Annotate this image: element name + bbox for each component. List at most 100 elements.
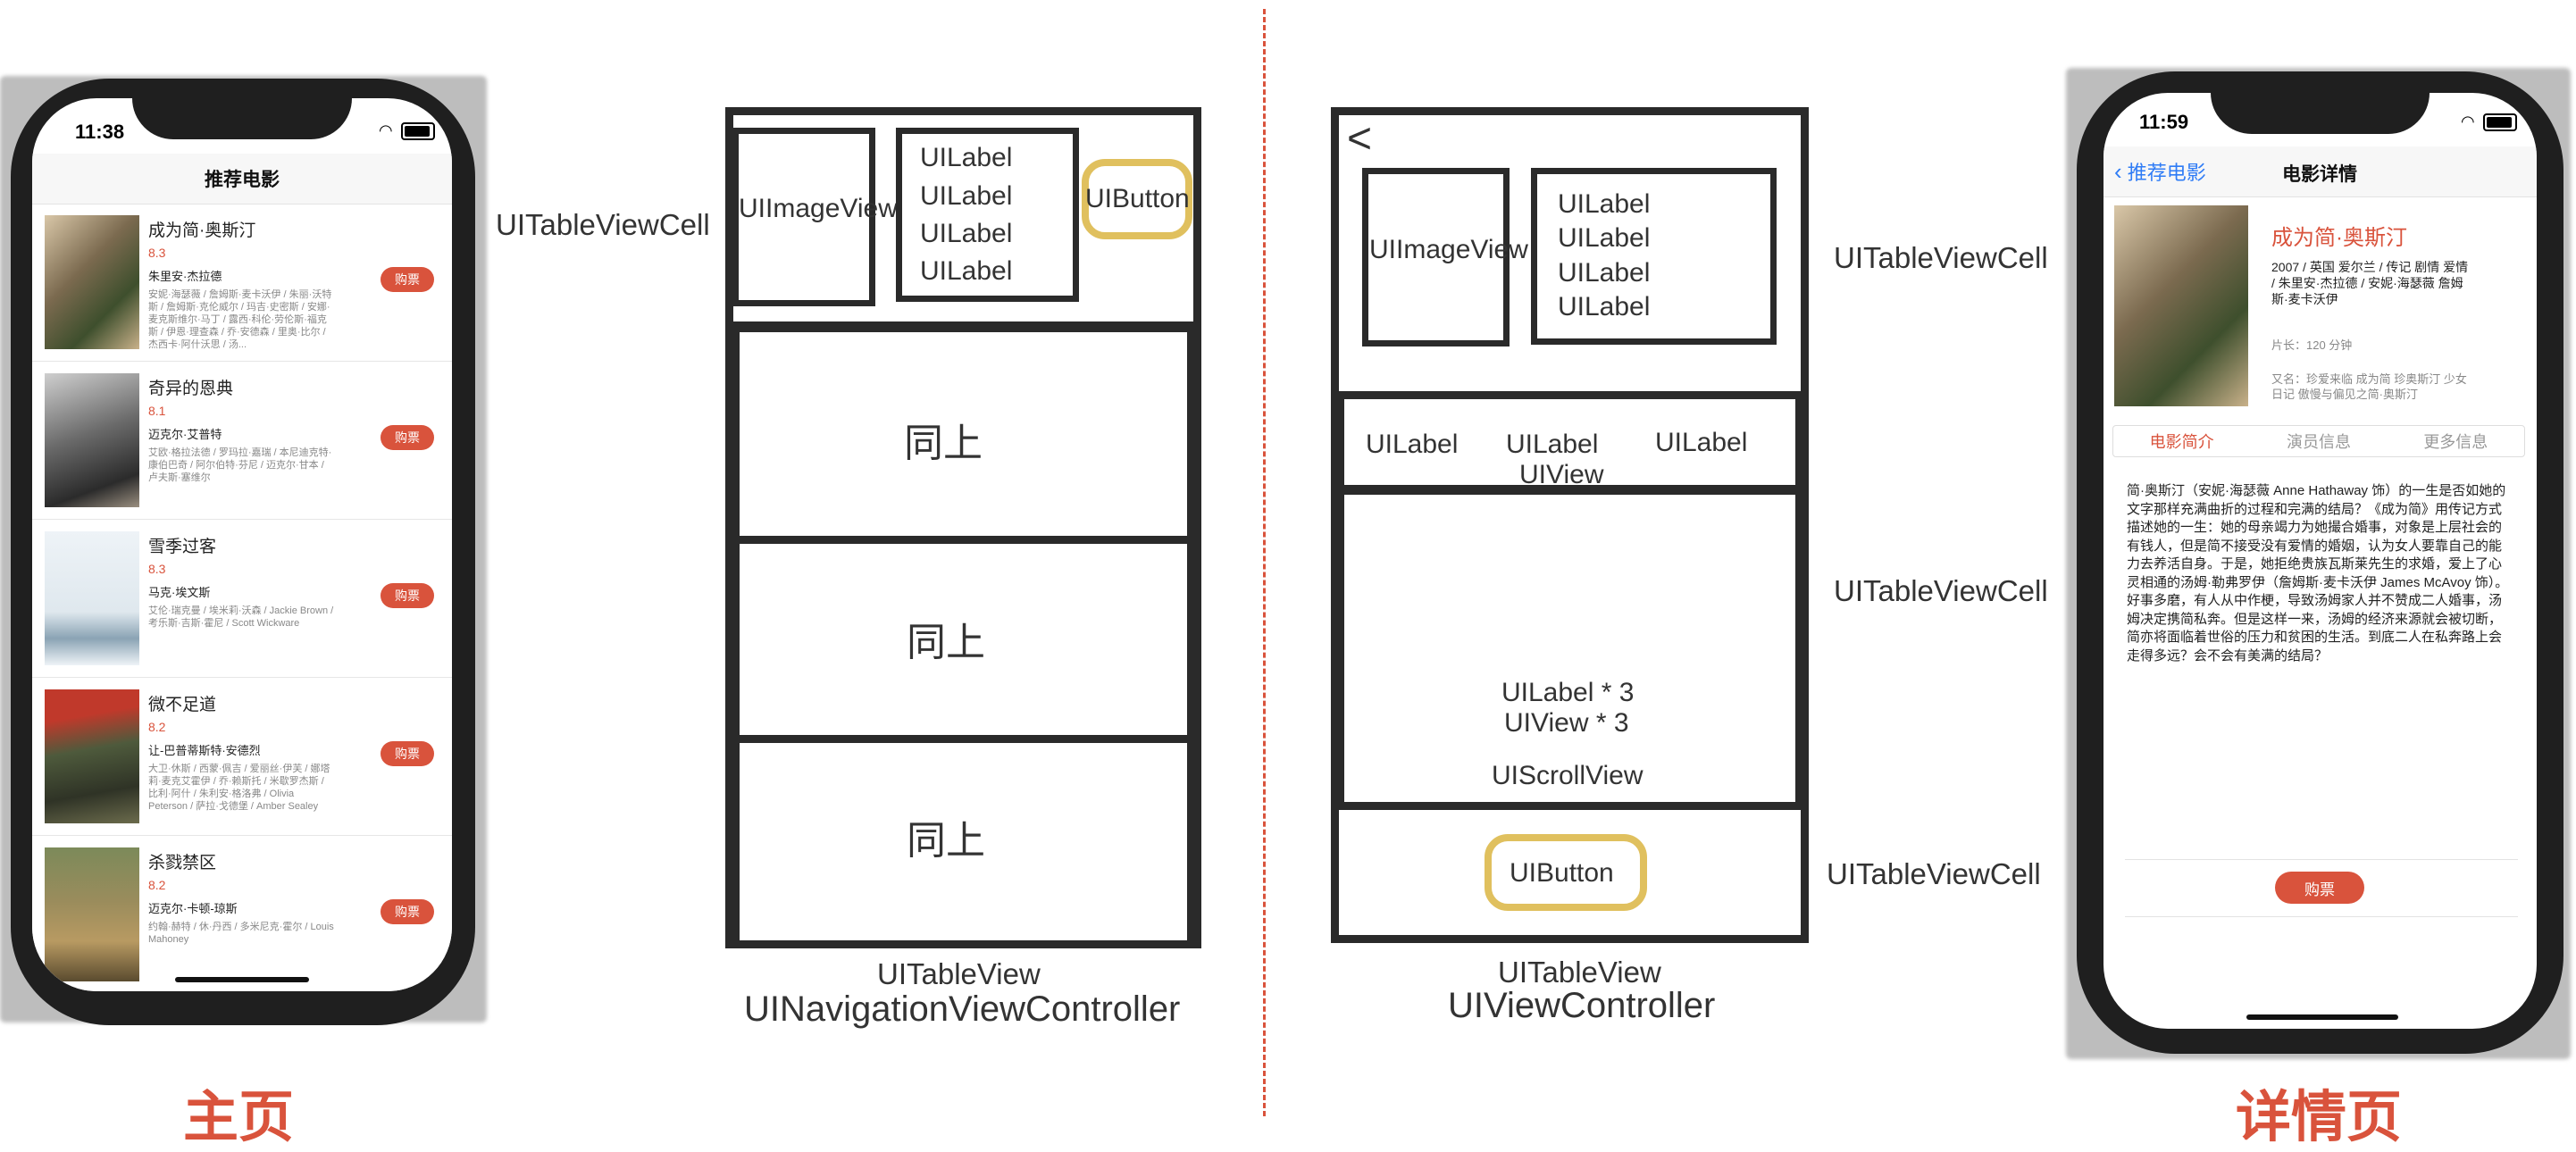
notch [132, 98, 352, 139]
movie-director: 迈克尔·卡顿-琼斯 [148, 902, 238, 915]
detail-caption: 详情页 [2236, 1087, 2403, 1148]
synopsis-text: 简·奥斯汀（安妮·海瑟薇 Anne Hathaway 饰）的一生是否如她的文字那… [2127, 483, 2509, 664]
movie-runtime: 片长：120 分钟 [2271, 338, 2353, 352]
home-indicator [2246, 1014, 2398, 1020]
label-count: UILabel * 3 [1501, 678, 1635, 707]
button-label: UIButton [1510, 858, 1614, 888]
cell-inset-line [732, 330, 740, 941]
labels-box [896, 128, 1079, 302]
chevron-left-icon: ‹ [2114, 158, 2122, 185]
movie-row[interactable]: 杀戮禁区 8.2 迈克尔·卡顿-琼斯 约翰·赫特 / 休·丹西 / 多米尼克·霍… [32, 837, 452, 991]
movie-director: 朱里安·杰拉德 [148, 270, 222, 283]
cell-separator [1331, 487, 1809, 495]
tableview-frame [725, 107, 1201, 948]
movie-row[interactable]: 雪季过客 8.3 马克·埃文斯 艾伦·瑞克曼 / 埃米莉·沃森 / Jackie… [32, 521, 452, 678]
poster-image [45, 215, 139, 349]
movie-rating: 8.2 [148, 878, 166, 892]
home-indicator [175, 977, 309, 982]
cell-separator [725, 735, 1201, 743]
nav-bar: ‹ 推荐电影 电影详情 [2103, 146, 2537, 197]
tableview-caption: UITableView [1498, 956, 1661, 989]
movie-alt-names: 又名：珍爱来临 成为简 珍奥斯汀 少女日记 傲慢与偏见之简·奥斯汀 [2271, 372, 2467, 401]
cell-inset-line [1187, 330, 1194, 941]
cell-label-2: UITableViewCell [1834, 574, 2048, 607]
divider [2125, 859, 2518, 860]
back-button[interactable]: ‹ 推荐电影 [2114, 157, 2206, 186]
label-4: UILabel [920, 256, 1013, 286]
movie-title: 微不足道 [148, 696, 217, 714]
buy-button[interactable]: 购票 [381, 899, 434, 924]
label-2: UILabel [1558, 223, 1651, 253]
battery-icon [400, 122, 435, 141]
movie-cast: 艾伦·瑞克曼 / 埃米莉·沃森 / Jackie Brown / 考乐斯·吉斯·… [148, 605, 334, 629]
buy-button[interactable]: 购票 [381, 741, 434, 766]
tab-cast[interactable]: 演员信息 [2286, 433, 2351, 451]
labels-box [1531, 168, 1777, 345]
buy-button[interactable]: 购票 [381, 267, 434, 292]
scrollview-label: UIScrollView [1492, 761, 1643, 790]
movie-director: 让-巴普蒂斯特·安德烈 [148, 744, 261, 757]
movie-row[interactable]: 微不足道 8.2 让-巴普蒂斯特·安德烈 大卫·休斯 / 西蒙·佩吉 / 爱丽丝… [32, 679, 452, 836]
same-as-above: 同上 [907, 819, 985, 863]
movie-row[interactable]: 成为简·奥斯汀 8.3 朱里安·杰拉德 安妮·海瑟薇 / 詹姆斯·麦卡沃伊 / … [32, 205, 452, 362]
poster-image [45, 531, 139, 665]
label-2: UILabel [920, 181, 1013, 211]
movie-rating: 8.3 [148, 246, 166, 260]
movie-cast: 大卫·休斯 / 西蒙·佩吉 / 爱丽丝·伊芙 / 娜塔莉·麦克艾霍伊 / 乔·赖… [148, 764, 330, 812]
buy-button[interactable]: 购票 [381, 583, 434, 608]
tableview-caption: UITableView [877, 957, 1041, 990]
cell-label-1: UITableViewCell [1834, 241, 2048, 274]
cell-label: UITableViewCell [496, 208, 710, 241]
nav-title: 电影详情 [2282, 164, 2357, 185]
status-time: 11:59 [2139, 111, 2189, 133]
movie-info: 2007 / 英国 爱尔兰 / 传记 剧情 爱情 / 朱里安·杰拉德 / 安妮·… [2271, 260, 2469, 306]
buy-button[interactable]: 购票 [2275, 872, 2364, 904]
movie-row[interactable]: 奇异的恩典 8.1 迈克尔·艾普特 艾欧·格拉法德 / 罗玛拉·嘉瑞 / 本尼迪… [32, 363, 452, 520]
poster-image [45, 847, 139, 981]
notch [2211, 93, 2430, 134]
buy-button[interactable]: 购票 [381, 425, 434, 450]
divider [2125, 916, 2518, 917]
back-chevron-icon: < [1347, 115, 1373, 163]
movie-title: 奇异的恩典 [148, 380, 234, 398]
detail-screen: 11:59 ◠ ‹ 推荐电影 电影详情 成为简·奥斯汀 2007 / 英国 爱尔… [2103, 93, 2537, 1029]
wifi-icon: ◠ [379, 121, 395, 139]
label-4: UILabel [1558, 292, 1651, 321]
tab-more[interactable]: 更多信息 [2423, 433, 2488, 451]
label-1: UILabel [1558, 189, 1651, 219]
same-as-above: 同上 [907, 621, 985, 664]
cell-label-3: UITableViewCell [1827, 857, 2041, 890]
home-caption: 主页 [183, 1087, 295, 1148]
movie-title: 成为简·奥斯汀 [148, 221, 256, 240]
section-divider [1263, 9, 1266, 1116]
button-highlight [1082, 159, 1192, 239]
movie-director: 马克·埃文斯 [148, 586, 211, 599]
movie-cast: 艾欧·格拉法德 / 罗玛拉·嘉瑞 / 本尼迪克特·康伯巴奇 / 阿尔伯特·芬尼 … [148, 447, 332, 483]
home-screen: 11:38 ◠ 推荐电影 成为简·奥斯汀 8.3 朱里安·杰拉德 安妮·海瑟薇 … [32, 98, 452, 991]
movie-cast: 约翰·赫特 / 休·丹西 / 多米尼克·霍尔 / Louis Mahoney [148, 922, 334, 945]
tab-synopsis[interactable]: 电影简介 [2149, 433, 2214, 451]
label-3: UILabel [1558, 258, 1651, 288]
back-label: 推荐电影 [2127, 162, 2206, 184]
movie-title: 成为简·奥斯汀 [2271, 226, 2407, 250]
nav-title: 推荐电影 [205, 170, 280, 190]
tab-label-2: UILabel [1506, 430, 1599, 459]
tab-label-1: UILabel [1366, 430, 1459, 459]
status-icons: ◠ [2461, 113, 2517, 132]
tab-label-3: UILabel [1655, 428, 1748, 457]
poster-image [45, 373, 139, 507]
cell-separator [1331, 802, 1809, 810]
label-3: UILabel [920, 219, 1013, 248]
movie-rating: 8.1 [148, 404, 166, 418]
controller-caption: UINavigationViewController [744, 989, 1181, 1029]
button-label: UIButton [1085, 184, 1190, 213]
poster-image [45, 689, 139, 823]
imageview-box [732, 128, 875, 306]
cell-inset-line [740, 330, 1187, 332]
status-icons: ◠ [379, 121, 435, 141]
cell-separator [725, 321, 1201, 330]
tab-bar: 电影简介 演员信息 更多信息 [2112, 425, 2525, 457]
imageview-label: UIImageView [1369, 235, 1528, 264]
battery-icon [2482, 113, 2517, 132]
controller-caption: UIViewController [1448, 986, 1716, 1025]
